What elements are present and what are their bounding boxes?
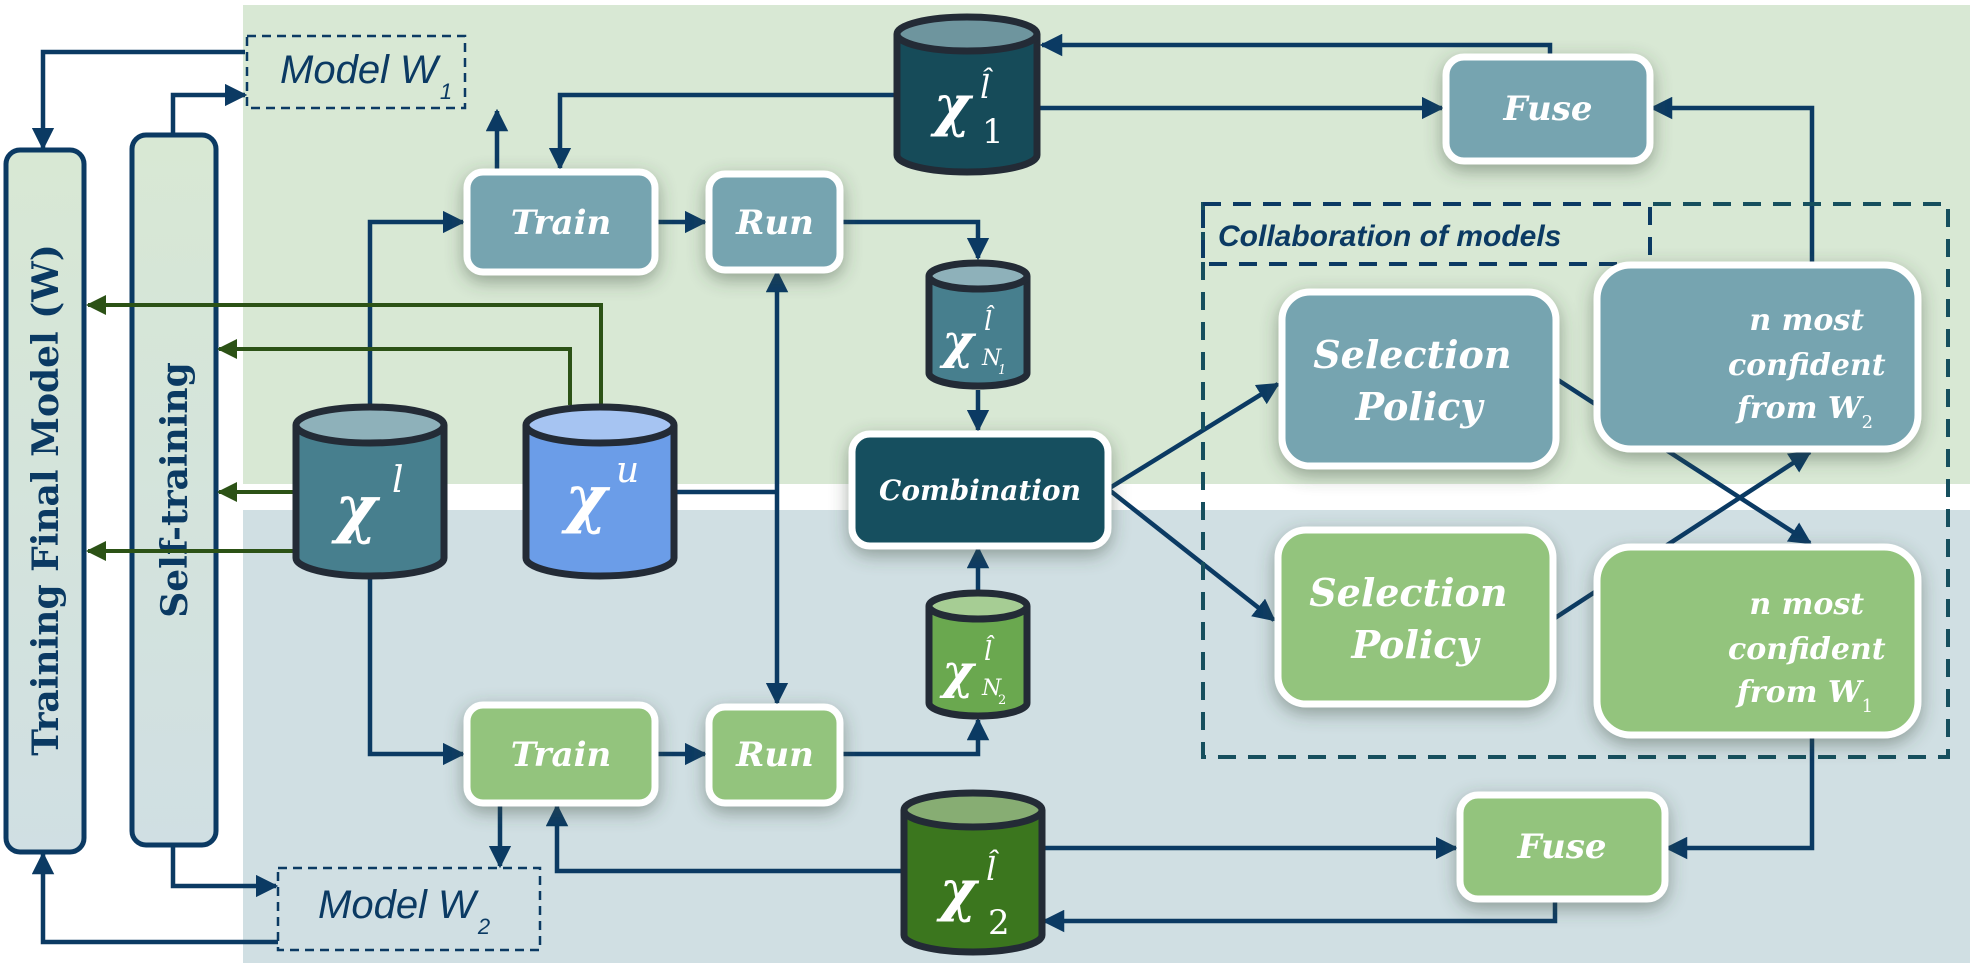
selection-policy-bottom-box[interactable]: Selection Policy [1274,526,1557,708]
arrow-chi1-to-train [548,92,895,171]
labeled-sup: l [392,460,404,501]
pseudo2-sub: 2 [988,903,1010,943]
confident-bottom-sub: 1 [1862,696,1873,717]
arrow-run-to-chin2 [840,717,990,757]
pseudo1-base: χ [930,73,974,139]
run-bottom-box[interactable]: Run [705,703,844,807]
labeled-base: χ [331,471,381,546]
model-w1-label: Model W [280,48,441,92]
confident-bottom-line2: confident [1728,632,1886,667]
pseudo1-sup: l̂ [980,67,993,106]
train-top-box[interactable]: Train [463,168,659,276]
unlabeled-base: χ [561,461,611,536]
train-top-label: Train [511,203,611,243]
confident-top-box[interactable]: n most confident from W2 [1593,261,1922,453]
training-final-model-panel[interactable]: Training Final Model (W) [3,147,87,855]
confident-bottom-line1: n most [1749,587,1864,622]
svg-text:n most confident f: n most confident from W2 [1728,303,1896,433]
arrow-chil-to-train-bottom [367,578,466,766]
arrow-self-to-w1 [170,83,248,135]
combination-box[interactable]: Combination [848,430,1112,550]
arrow-comb-to-sel-top [1106,382,1280,491]
self-training-panel[interactable]: Self-training [129,132,219,848]
pseudoN2-subsub: 2 [998,693,1006,708]
train-bottom-box[interactable]: Train [463,701,659,807]
model-w1-sub: 1 [440,79,452,104]
arrow-w1-to-final [31,49,245,151]
svg-text:Selection Policy: Selection Policy [1313,332,1525,429]
dataset-labeled-cylinder[interactable]: χ l [292,403,448,580]
selection-bottom-line1: Selection [1309,570,1507,615]
dataset-unlabeled-cylinder[interactable]: χ u [522,403,678,580]
selection-top-line2: Policy [1355,384,1486,429]
arrow-chiu-to-self-top [217,339,572,405]
pseudoN2-sup: l̂ [984,635,996,667]
pseudo2-sup: l̂ [986,849,999,888]
svg-text:Selection Policy: Selection Policy [1309,570,1521,667]
fuse-bottom-box[interactable]: Fuse [1456,791,1669,903]
collaboration-region: Collaboration of models [1201,202,1950,759]
green-arrows [86,295,603,561]
svg-text:n most confident f: n most confident from W1 [1728,587,1896,717]
dataset-pseudoN1-cylinder[interactable]: χ l̂ N 1 [925,259,1031,390]
model-w2-box[interactable]: Model W2 [276,866,542,952]
confident-top-line1: n most [1749,303,1864,338]
fuse-bottom-label: Fuse [1516,827,1606,867]
blue-arrows [31,33,1815,945]
arrow-chi2-to-train [545,803,902,874]
confident-top-line2: confident [1728,348,1886,383]
pseudoN1-base: χ [939,314,976,370]
arrow-comb-to-sel-bottom [1106,487,1276,622]
self-training-label: Self-training [154,362,196,618]
arrow-run-to-chin1 [840,219,990,261]
pseudoN1-sup: l̂ [984,305,996,337]
model-w2-label: Model W [318,883,479,927]
train-bottom-label: Train [511,735,611,775]
selection-policy-top-box[interactable]: Selection Policy [1278,288,1560,470]
model-w1-box[interactable]: Model W1 [245,34,467,110]
selection-top-line1: Selection [1313,332,1511,377]
svg-text:Model W2: Model W2 [318,883,490,939]
arrow-fuse-to-chi2 [1041,900,1558,933]
confident-bottom-line3: from W [1735,675,1865,710]
arrow-w2-to-final [31,851,278,945]
run-top-label: Run [735,203,814,243]
pseudoN1-subsub: 1 [998,363,1006,378]
training-final-model-label: Training Final Model (W) [25,244,67,755]
pseudo2-base: χ [936,858,980,924]
svg-text:Model W1: Model W1 [280,48,452,104]
fuse-top-box[interactable]: Fuse [1442,53,1654,165]
run-bottom-label: Run [735,735,814,775]
unlabeled-sup: u [616,450,639,491]
confident-top-sub: 2 [1862,412,1873,433]
run-top-box[interactable]: Run [705,170,844,274]
arrow-conf-to-fuse-top [1649,96,1815,263]
arrow-chil-to-train-top [367,210,466,405]
dataset-pseudo1-cylinder[interactable]: χ l̂ 1 [893,13,1041,176]
arrow-self-to-w2 [170,845,279,898]
combination-label: Combination [879,474,1081,507]
pseudoN2-sub: N [981,676,1002,701]
fuse-top-label: Fuse [1502,89,1592,129]
collaboration-title: Collaboration of models [1218,220,1561,253]
pseudo1-sub: 1 [982,112,1004,152]
selection-bottom-line2: Policy [1351,622,1482,667]
confident-top-line3: from W [1735,391,1865,426]
arrow-chiu-to-final-top [86,295,603,405]
pseudoN1-sub: N [981,346,1002,371]
confident-bottom-box[interactable]: n most confident from W1 [1593,543,1922,739]
arrow-conf-to-fuse-bottom [1664,737,1815,860]
arrow-fuse-to-chi1 [1039,33,1553,57]
dataset-pseudoN2-cylinder[interactable]: χ l̂ N 2 [925,589,1031,720]
model-w2-sub: 2 [477,914,490,939]
dataset-pseudo2-cylinder[interactable]: χ l̂ 2 [900,789,1046,956]
pseudoN2-base: χ [939,644,976,700]
